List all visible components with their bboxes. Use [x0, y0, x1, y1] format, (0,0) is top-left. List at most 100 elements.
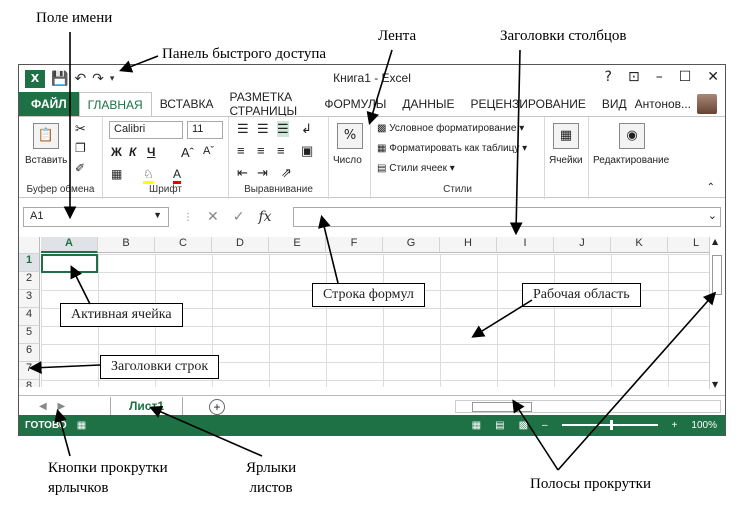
- column-header[interactable]: B: [98, 237, 155, 253]
- percent-icon[interactable]: %: [337, 123, 363, 149]
- maximize-button[interactable]: ☐: [678, 69, 692, 85]
- normal-view-icon[interactable]: ▦: [471, 419, 482, 431]
- tab-scroll-right-icon[interactable]: ▶: [57, 401, 66, 412]
- zoom-slider[interactable]: [561, 420, 658, 430]
- vertical-scrollbar[interactable]: ▲ ▼: [709, 237, 723, 389]
- add-sheet-button[interactable]: +: [209, 398, 226, 415]
- row-header[interactable]: 5: [19, 326, 40, 344]
- zoom-level[interactable]: 100%: [691, 419, 717, 431]
- column-header[interactable]: H: [440, 237, 497, 253]
- formula-input[interactable]: ⌄: [293, 207, 721, 227]
- number-button[interactable]: Число: [333, 155, 362, 166]
- page-layout-view-icon[interactable]: ▤: [495, 419, 505, 431]
- tab-file[interactable]: ФАЙЛ: [19, 92, 79, 116]
- macro-record-icon[interactable]: ▦: [76, 419, 87, 431]
- column-header[interactable]: D: [212, 237, 269, 253]
- align-left-icon[interactable]: ≡: [237, 143, 245, 158]
- row-header[interactable]: 7: [19, 362, 40, 380]
- horizontal-scrollbar[interactable]: [455, 400, 721, 413]
- minimize-button[interactable]: –: [655, 69, 663, 85]
- cancel-icon[interactable]: ✕: [207, 209, 219, 225]
- indent-icon[interactable]: ⇥: [257, 165, 268, 180]
- column-header[interactable]: E: [269, 237, 326, 253]
- tab-review[interactable]: РЕЦЕНЗИРОВАНИЕ: [470, 97, 586, 111]
- decrease-font-icon[interactable]: Aˇ: [203, 145, 214, 157]
- redo-icon[interactable]: ↷: [92, 70, 104, 87]
- row-header[interactable]: 2: [19, 272, 40, 290]
- cell-styles-button[interactable]: ▤ Стили ячеек ▾: [377, 163, 455, 174]
- tab-page-layout[interactable]: РАЗМЕТКА СТРАНИЦЫ: [229, 90, 298, 118]
- editing-button[interactable]: Редактирование: [593, 155, 670, 166]
- binoculars-icon[interactable]: ◉: [619, 123, 645, 149]
- column-header[interactable]: G: [383, 237, 440, 253]
- align-middle-icon[interactable]: ☰: [257, 121, 269, 136]
- outdent-icon[interactable]: ⇤: [237, 165, 248, 180]
- row-header[interactable]: 1: [19, 254, 40, 272]
- bold-button[interactable]: Ж: [111, 145, 122, 159]
- paste-button[interactable]: Вставить: [25, 155, 68, 166]
- column-header[interactable]: A: [41, 237, 98, 253]
- row-header[interactable]: 6: [19, 344, 40, 362]
- font-color-icon[interactable]: A: [173, 167, 182, 184]
- column-header[interactable]: I: [497, 237, 554, 253]
- tab-data[interactable]: ДАННЫЕ: [402, 97, 455, 111]
- zoom-out-button[interactable]: –: [542, 419, 548, 431]
- font-size-select[interactable]: 11: [187, 121, 223, 139]
- align-bottom-icon[interactable]: ☰: [277, 121, 289, 137]
- column-header[interactable]: L: [668, 237, 709, 253]
- name-box[interactable]: A1 ▼: [23, 207, 169, 227]
- orientation-icon[interactable]: ⇗: [281, 165, 292, 180]
- tab-scroll-left-icon[interactable]: ◀: [39, 401, 47, 412]
- enter-icon[interactable]: ✓: [232, 209, 245, 225]
- column-header[interactable]: F: [326, 237, 383, 253]
- cut-icon[interactable]: ✂: [75, 121, 86, 136]
- close-button[interactable]: ✕: [707, 69, 719, 85]
- wrap-text-icon[interactable]: ↲: [301, 121, 312, 136]
- scroll-down-icon[interactable]: ▼: [712, 380, 719, 389]
- align-center-icon[interactable]: ≡: [257, 143, 265, 158]
- undo-icon[interactable]: ↶: [74, 70, 87, 87]
- tab-scroll-buttons[interactable]: ◀ ▶: [19, 401, 104, 412]
- copy-icon[interactable]: ❐: [75, 141, 86, 155]
- fill-color-icon[interactable]: ♘: [143, 167, 154, 184]
- tab-insert[interactable]: ВСТАВКА: [159, 97, 214, 111]
- italic-button[interactable]: К: [129, 145, 137, 159]
- tab-formulas[interactable]: ФОРМУЛЫ: [324, 97, 387, 111]
- font-name-select[interactable]: Calibri: [109, 121, 183, 139]
- sheet-tab[interactable]: Лист1: [110, 396, 184, 417]
- insert-function-icon[interactable]: fx: [258, 209, 272, 225]
- column-header[interactable]: J: [554, 237, 611, 253]
- page-break-view-icon[interactable]: ▩: [518, 419, 529, 431]
- expand-formula-icon[interactable]: ⌄: [707, 209, 717, 222]
- customize-qat-icon[interactable]: ▾: [109, 73, 115, 84]
- ribbon-display-button[interactable]: ⊡: [627, 69, 640, 85]
- align-top-icon[interactable]: ☰: [237, 121, 249, 136]
- help-button[interactable]: ?: [604, 69, 612, 85]
- conditional-formatting-button[interactable]: ▩ Условное форматирование ▾: [377, 123, 525, 134]
- tab-home[interactable]: ГЛАВНАЯ: [78, 92, 152, 116]
- align-right-icon[interactable]: ≡: [277, 143, 285, 158]
- user-account[interactable]: Антонов...: [635, 94, 725, 114]
- vertical-scroll-thumb[interactable]: [712, 255, 722, 295]
- column-header[interactable]: K: [611, 237, 668, 253]
- cells-button[interactable]: Ячейки: [549, 155, 583, 166]
- horizontal-scroll-thumb[interactable]: [472, 402, 532, 412]
- active-cell[interactable]: [41, 254, 98, 273]
- row-header[interactable]: 3: [19, 290, 40, 308]
- zoom-in-button[interactable]: +: [671, 419, 678, 431]
- format-as-table-button[interactable]: ▦ Форматировать как таблицу ▾: [377, 143, 528, 154]
- merge-icon[interactable]: ▣: [301, 143, 314, 158]
- column-header[interactable]: C: [155, 237, 212, 253]
- row-header[interactable]: 8: [19, 380, 40, 387]
- borders-icon[interactable]: ▦: [111, 167, 123, 181]
- row-header[interactable]: 4: [19, 308, 40, 326]
- tab-view[interactable]: ВИД: [601, 97, 627, 111]
- underline-button[interactable]: Ч: [147, 145, 156, 159]
- collapse-ribbon-icon[interactable]: ⌃: [706, 182, 715, 193]
- paste-icon[interactable]: 📋: [33, 123, 59, 149]
- select-all-corner[interactable]: [19, 237, 40, 254]
- increase-font-icon[interactable]: Aˆ: [181, 145, 194, 160]
- cells-icon[interactable]: ▦: [553, 123, 579, 149]
- format-painter-icon[interactable]: ✐: [75, 161, 86, 175]
- scroll-up-icon[interactable]: ▲: [712, 237, 719, 246]
